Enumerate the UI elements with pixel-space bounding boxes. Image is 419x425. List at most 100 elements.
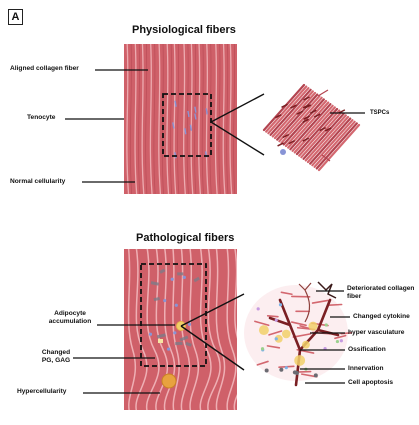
tspc-fiber-strand	[295, 107, 339, 156]
label-normal-cellularity: Normal cellularity	[10, 178, 66, 185]
pathological-zoom-cluster	[244, 281, 353, 387]
cytokine-dot	[324, 323, 328, 327]
tspc-fiber-strand	[276, 93, 319, 141]
tenocyte-cell	[189, 124, 193, 131]
broken-fiber-strand	[292, 333, 312, 338]
tspc-fiber-strand	[315, 122, 358, 170]
tspc-fiber-strand	[291, 104, 334, 152]
tspc-cell	[302, 137, 310, 142]
hypercellular-cell	[166, 347, 171, 351]
tenocyte-cell	[172, 122, 175, 129]
label-adipocyte-accumulation: Adipocyte accumulation	[48, 310, 92, 325]
broken-fiber-strand	[290, 321, 307, 327]
wavy-fiber-line	[189, 249, 200, 410]
wavy-fiber-line	[127, 249, 137, 410]
tspc-fiber-tail	[317, 89, 331, 162]
collagen-fiber-edge	[201, 44, 204, 194]
collagen-fiber-edge	[177, 44, 180, 194]
tspc-cell	[275, 114, 282, 119]
label-cell-apoptosis: Cell apoptosis	[348, 379, 394, 386]
tspc-fiber-strand	[273, 91, 317, 140]
damaged-fiber-fragment	[175, 341, 183, 346]
tspc-blue-cell	[280, 149, 286, 155]
tspc-fiber-strand	[298, 109, 341, 157]
collagen-fiber-line	[190, 44, 194, 194]
tspc-cell	[277, 142, 284, 147]
apoptotic-cell	[264, 368, 269, 373]
label-deteriorated-collagen-fiber: Deteriorated collagen fiber	[347, 285, 415, 300]
collagen-fiber-line	[158, 44, 162, 194]
physiological-fiber-bundle	[124, 44, 237, 194]
collagen-fiber-line	[229, 44, 233, 194]
broken-fiber-strand	[280, 291, 293, 296]
tspc-cell	[309, 109, 317, 114]
left-leader-lines	[65, 69, 175, 394]
tspc-cell	[302, 104, 310, 109]
tspc-fiber-strand	[293, 106, 336, 154]
collagen-fiber-edge	[233, 44, 236, 194]
hypercellular-cell	[174, 303, 178, 307]
tspc-fiber-strand	[284, 99, 328, 148]
cytokine-dot	[256, 307, 260, 311]
tspc-fiber-strand	[311, 119, 354, 167]
label-hyper-vasculature: hyper vasculature	[348, 329, 405, 336]
collagen-fiber-line	[126, 44, 130, 194]
tenocyte-cell	[194, 113, 197, 120]
collagen-fiber-line	[134, 44, 138, 194]
broken-fiber-strand	[266, 345, 281, 349]
tenocyte-cell	[194, 106, 197, 113]
collagen-fiber-line	[166, 44, 170, 194]
deteriorated-fiber-knot	[317, 281, 337, 299]
top-zoom-line-lower	[210, 121, 265, 156]
broken-fiber-strand	[254, 320, 270, 327]
hypercellular-cell	[148, 332, 153, 336]
broken-fiber-strand	[266, 315, 279, 318]
collagen-fiber-line	[198, 44, 202, 194]
pathological-title: Pathological fibers	[136, 232, 235, 244]
cytokine-dot	[335, 339, 340, 344]
collagen-fiber-line	[149, 44, 153, 194]
damaged-fiber-fragment	[150, 281, 160, 286]
wavy-fiber-line	[233, 249, 237, 410]
damaged-fiber-fragment	[156, 333, 166, 339]
tspc-cell	[281, 103, 288, 108]
collagen-fiber-edge	[138, 44, 141, 194]
cytokine-dot	[260, 347, 265, 351]
label-aligned-collagen-fiber: Aligned collagen fiber	[10, 65, 79, 72]
physiological-title: Physiological fibers	[132, 24, 236, 36]
wavy-fiber-line	[135, 249, 148, 410]
tspc-cell	[319, 126, 327, 132]
damaged-fiber-fragment	[159, 268, 166, 274]
tenocyte-cell	[184, 128, 187, 135]
tspc-fiber-strand	[278, 95, 321, 143]
adipocyte-cell	[301, 340, 310, 349]
panel-letter: A	[8, 9, 23, 25]
tspc-cell	[338, 109, 346, 114]
tenocyte-cell	[205, 108, 208, 115]
right-leader-lines	[300, 112, 365, 384]
adipocyte-cell	[308, 321, 318, 331]
damaged-fiber-fragment	[177, 272, 184, 276]
damaged-fiber-fragment	[153, 296, 160, 302]
damaged-fiber-fragment	[193, 276, 200, 283]
cytokine-dot	[284, 366, 288, 370]
hypercellular-cell	[170, 277, 174, 281]
tspc-cell	[303, 96, 310, 101]
wavy-fiber-line	[199, 249, 212, 410]
bottom-zoom-box	[140, 263, 207, 367]
broken-fiber-strand	[256, 360, 269, 366]
tspc-fiber-strand	[265, 85, 308, 133]
tenocyte-cell	[174, 100, 177, 107]
tspc-fiber-strand	[289, 103, 332, 151]
tspc-fiber-strand	[302, 112, 345, 160]
wavy-fiber-line	[163, 249, 176, 410]
tspc-zoom-cluster	[262, 83, 361, 172]
label-tspcs: TSPCs	[370, 110, 390, 116]
wavy-fiber-line	[155, 249, 169, 410]
label-changed-cytokine: Changed cytokine	[353, 313, 410, 320]
tspc-fiber-strand	[287, 101, 330, 149]
tspc-fiber-strand	[309, 117, 352, 165]
damaged-fiber-fragment	[185, 341, 192, 347]
